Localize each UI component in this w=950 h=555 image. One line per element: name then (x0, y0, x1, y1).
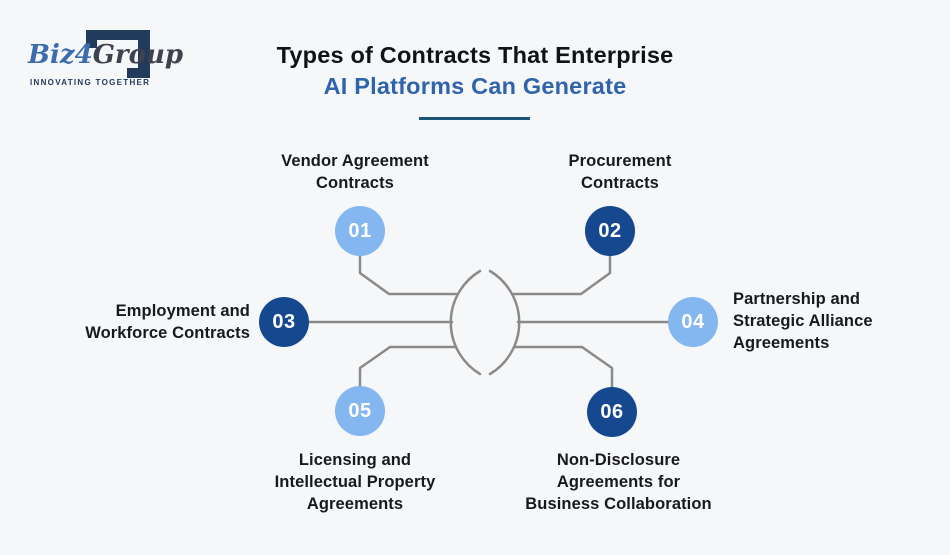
connector-node-06 (512, 345, 614, 390)
biz4group-logo: Biz4Group INNOVATING TOGETHER (28, 12, 183, 94)
node-01: 01 (335, 206, 385, 256)
logo-tagline: INNOVATING TOGETHER (30, 78, 151, 87)
node-04: 04 (668, 297, 718, 347)
node-06: 06 (587, 387, 637, 437)
node-05: 05 (335, 386, 385, 436)
logo-word-group: Group (92, 40, 184, 70)
label-vendor-agreement-contracts: Vendor Agreement Contracts (281, 152, 429, 192)
logo-word-biz: Biz (28, 40, 75, 70)
node-03: 03 (259, 297, 309, 347)
node-02: 02 (585, 206, 635, 256)
connector-node-02 (512, 254, 612, 296)
label-partnership-strategic-alliance: Partnership and Strategic Alliance Agree… (733, 290, 873, 352)
logo-wordmark: Biz4Group (28, 38, 183, 72)
lens-left-arc (449, 269, 482, 376)
label-employment-workforce-contracts: Employment and Workforce Contracts (85, 302, 250, 342)
label-licensing-ip-agreements: Licensing and Intellectual Property Agre… (274, 451, 436, 513)
label-nda-business-collaboration: Non-Disclosure Agreements for Business C… (525, 451, 712, 513)
title-line-1: Types of Contracts That Enterprise (276, 42, 674, 68)
page-title: Types of Contracts That Enterprise AI Pl… (0, 40, 950, 102)
label-procurement-contracts: Procurement Contracts (568, 152, 672, 192)
logo-bracket-icon (86, 30, 150, 78)
connector-node-05 (358, 345, 458, 389)
title-line-2: AI Platforms Can Generate (323, 73, 627, 99)
title-underline (419, 117, 530, 120)
logo-word-4: 4 (74, 40, 93, 70)
connector-node-01 (358, 254, 458, 296)
lens-right-arc (488, 269, 521, 376)
